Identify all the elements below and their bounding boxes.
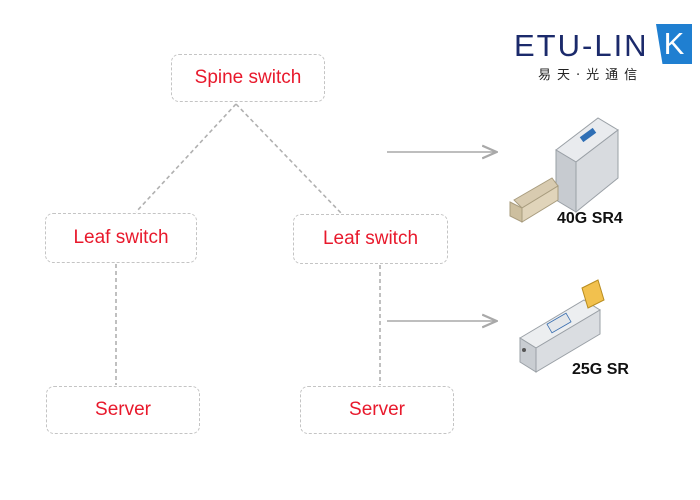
server-label-left: Server	[95, 399, 151, 420]
brand-logo: ETU-LIN K 易天·光通信	[514, 24, 692, 84]
server-label-right: Server	[349, 399, 405, 420]
server-node-left: Server	[46, 386, 200, 434]
qsfp-transceiver-icon	[509, 117, 619, 223]
spine-switch-node: Spine switch	[171, 54, 325, 102]
server-node-right: Server	[300, 386, 454, 434]
logo-wordmark: ETU-LIN	[514, 28, 649, 63]
module-label-25g: 25G SR	[572, 361, 629, 378]
leaf-switch-label-right: Leaf switch	[322, 228, 419, 249]
leaf-switch-node-left: Leaf switch	[45, 213, 197, 263]
link-spine-leaf2	[235, 103, 342, 214]
sfp-transceiver-icon	[519, 279, 605, 373]
leaf-switch-node-right: Leaf switch	[293, 214, 448, 264]
link-spine-leaf1	[135, 103, 237, 213]
spine-switch-label: Spine switch	[194, 67, 302, 88]
logo-subtitle: 易天·光通信	[538, 68, 644, 83]
leaf-switch-label-left: Leaf switch	[73, 227, 169, 248]
module-label-40g: 40G SR4	[557, 210, 623, 227]
logo-accent-letter: K	[656, 24, 692, 64]
